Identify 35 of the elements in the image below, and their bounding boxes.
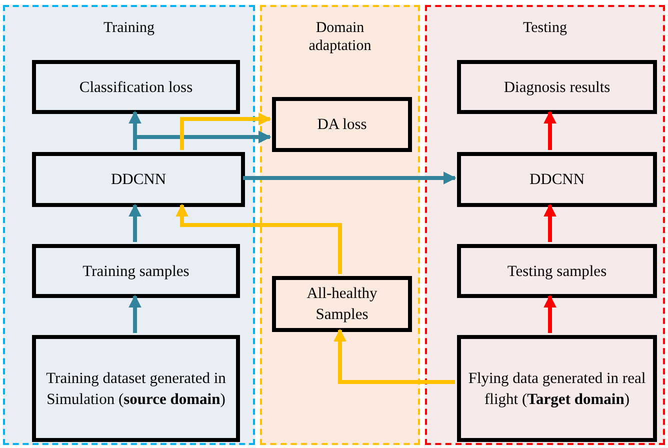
- arrow: [128, 204, 142, 242]
- testing-panel: [425, 5, 665, 445]
- process-box: [272, 97, 412, 152]
- box-label: DA loss: [317, 115, 367, 135]
- arrow: [180, 112, 272, 150]
- box-label: DDCNN: [529, 170, 585, 190]
- box-label: Classification loss: [79, 78, 193, 98]
- process-box: [272, 276, 412, 332]
- arrow: [128, 294, 142, 333]
- process-box: [32, 335, 240, 442]
- box-label: Training dataset generated in Simulation (source domain): [45, 368, 227, 410]
- arrow: [544, 294, 556, 333]
- process-box: [457, 335, 657, 442]
- process-box: [32, 60, 240, 114]
- panel-title: Testing: [522, 19, 568, 37]
- process-box: [32, 152, 245, 207]
- process-box: [457, 152, 657, 207]
- box-label: All-healthy Samples: [306, 284, 378, 325]
- arrow: [544, 204, 556, 242]
- arrow: [544, 110, 556, 150]
- arrow: [176, 204, 342, 274]
- box-label: Testing samples: [507, 262, 607, 282]
- box-label: Diagnosis results: [504, 78, 610, 98]
- domain-adaptation-panel: [260, 5, 420, 445]
- panel-title: Training: [102, 19, 156, 37]
- box-label: DDCNN: [110, 170, 166, 190]
- arrow: [334, 328, 455, 384]
- arrow: [243, 172, 456, 184]
- training-panel: [3, 5, 255, 445]
- process-box: [32, 244, 240, 298]
- process-box: [457, 244, 657, 298]
- box-label: Training samples: [82, 262, 190, 282]
- process-box: [457, 60, 657, 114]
- panel-title: Domain adaptation: [308, 19, 372, 55]
- box-label: Flying data generated in real flight (Target domain): [467, 368, 647, 410]
